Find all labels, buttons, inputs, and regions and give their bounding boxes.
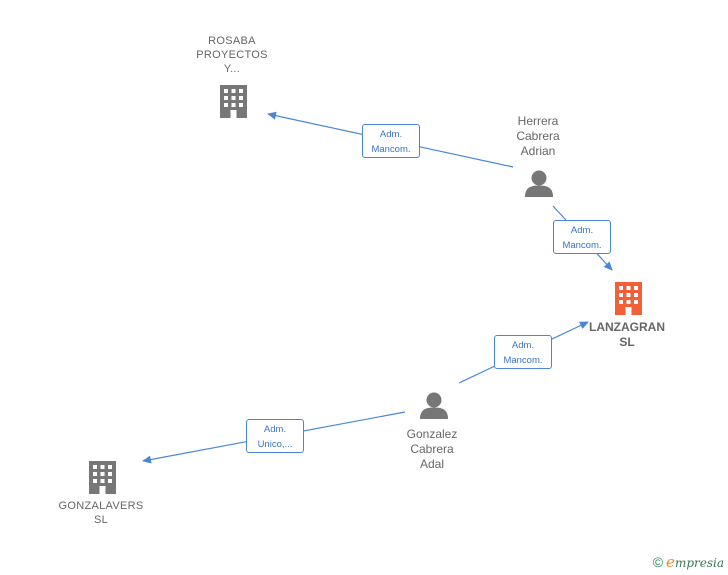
- label-line: ROSABA: [208, 35, 256, 47]
- label-line: Y...: [223, 63, 241, 75]
- label-line: Adal: [419, 457, 445, 471]
- node-label-gonzalavers[interactable]: GONZALAVERS SL: [58, 499, 143, 527]
- label-line: Gonzalez: [406, 427, 458, 441]
- edge-label-line: Unico,...: [257, 439, 293, 450]
- edge-label-line: Adm.: [570, 225, 594, 236]
- node-label-lanzagran[interactable]: LANZAGRAN SL: [589, 320, 665, 350]
- node-label-rosaba[interactable]: ROSABA PROYECTOS Y...: [196, 34, 268, 76]
- edge-label-line: Adm.: [379, 129, 403, 140]
- building-icon[interactable]: [220, 85, 247, 118]
- node-label-gonzalez[interactable]: Gonzalez Cabrera Adal: [407, 427, 458, 472]
- edge-label-line: Mancom.: [562, 240, 602, 251]
- person-icon[interactable]: [525, 170, 553, 198]
- building-icon[interactable]: [615, 282, 642, 315]
- label-line: Herrera: [517, 114, 559, 128]
- node-label-herrera[interactable]: Herrera Cabrera Adrian: [516, 114, 559, 159]
- empresia-watermark[interactable]: ©empresia: [653, 553, 724, 571]
- label-line: PROYECTOS: [196, 49, 268, 61]
- brand-initial: e: [666, 553, 675, 571]
- edge-label-line: Adm.: [263, 424, 287, 435]
- building-icon[interactable]: [89, 461, 116, 494]
- copyright-symbol: ©: [652, 554, 664, 570]
- edge-label-gonzalez-gonzalavers[interactable]: Adm. Unico,...: [246, 419, 304, 453]
- edge-label-gonzalez-lanzagran[interactable]: Adm. Mancom.: [494, 335, 552, 369]
- label-line: GONZALAVERS: [58, 500, 144, 512]
- edge-label-line: Mancom.: [371, 144, 411, 155]
- label-line: Cabrera: [410, 442, 454, 456]
- label-line: SL: [619, 335, 635, 349]
- label-line: Cabrera: [516, 129, 560, 143]
- brand-name: mpresia: [674, 556, 724, 570]
- edge-label-herrera-lanzagran[interactable]: Adm. Mancom.: [553, 220, 611, 254]
- edge-label-line: Mancom.: [503, 355, 543, 366]
- person-icon[interactable]: [420, 392, 448, 420]
- edge-label-line: Adm.: [511, 340, 535, 351]
- label-line: LANZAGRAN: [589, 320, 665, 334]
- label-line: Adrian: [520, 144, 556, 158]
- label-line: SL: [93, 514, 109, 526]
- edge-label-herrera-rosaba[interactable]: Adm. Mancom.: [362, 124, 420, 158]
